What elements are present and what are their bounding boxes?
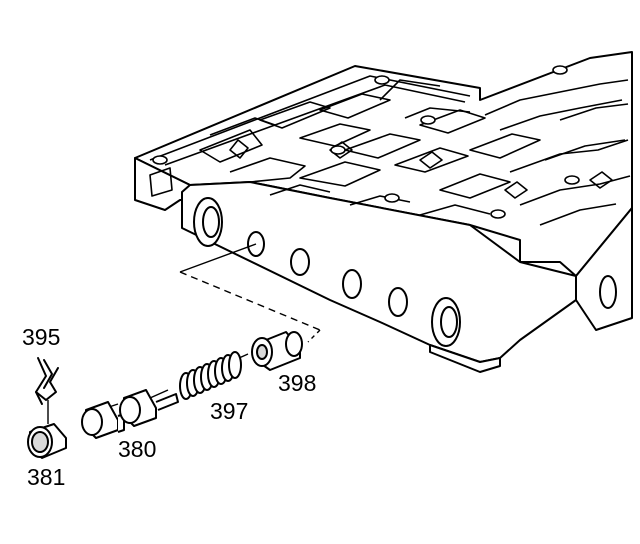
retainer-clip-icon (36, 358, 58, 404)
callout-398-label: 398 (278, 370, 317, 396)
callout-380-label: 380 (118, 436, 157, 462)
valve-body-passages (150, 76, 630, 225)
bore-plug-icon (28, 424, 66, 458)
valve-body-bolt-holes (153, 66, 579, 218)
sleeve-icon (252, 332, 302, 370)
callout-397-label: 397 (210, 398, 249, 424)
valve-body-bores (194, 198, 616, 346)
valve-body-icon (135, 52, 632, 372)
valve-icon (82, 390, 178, 438)
spring-icon (180, 352, 241, 399)
callout-381-label: 381 (27, 464, 66, 490)
callout-395-label: 395 (22, 324, 61, 350)
